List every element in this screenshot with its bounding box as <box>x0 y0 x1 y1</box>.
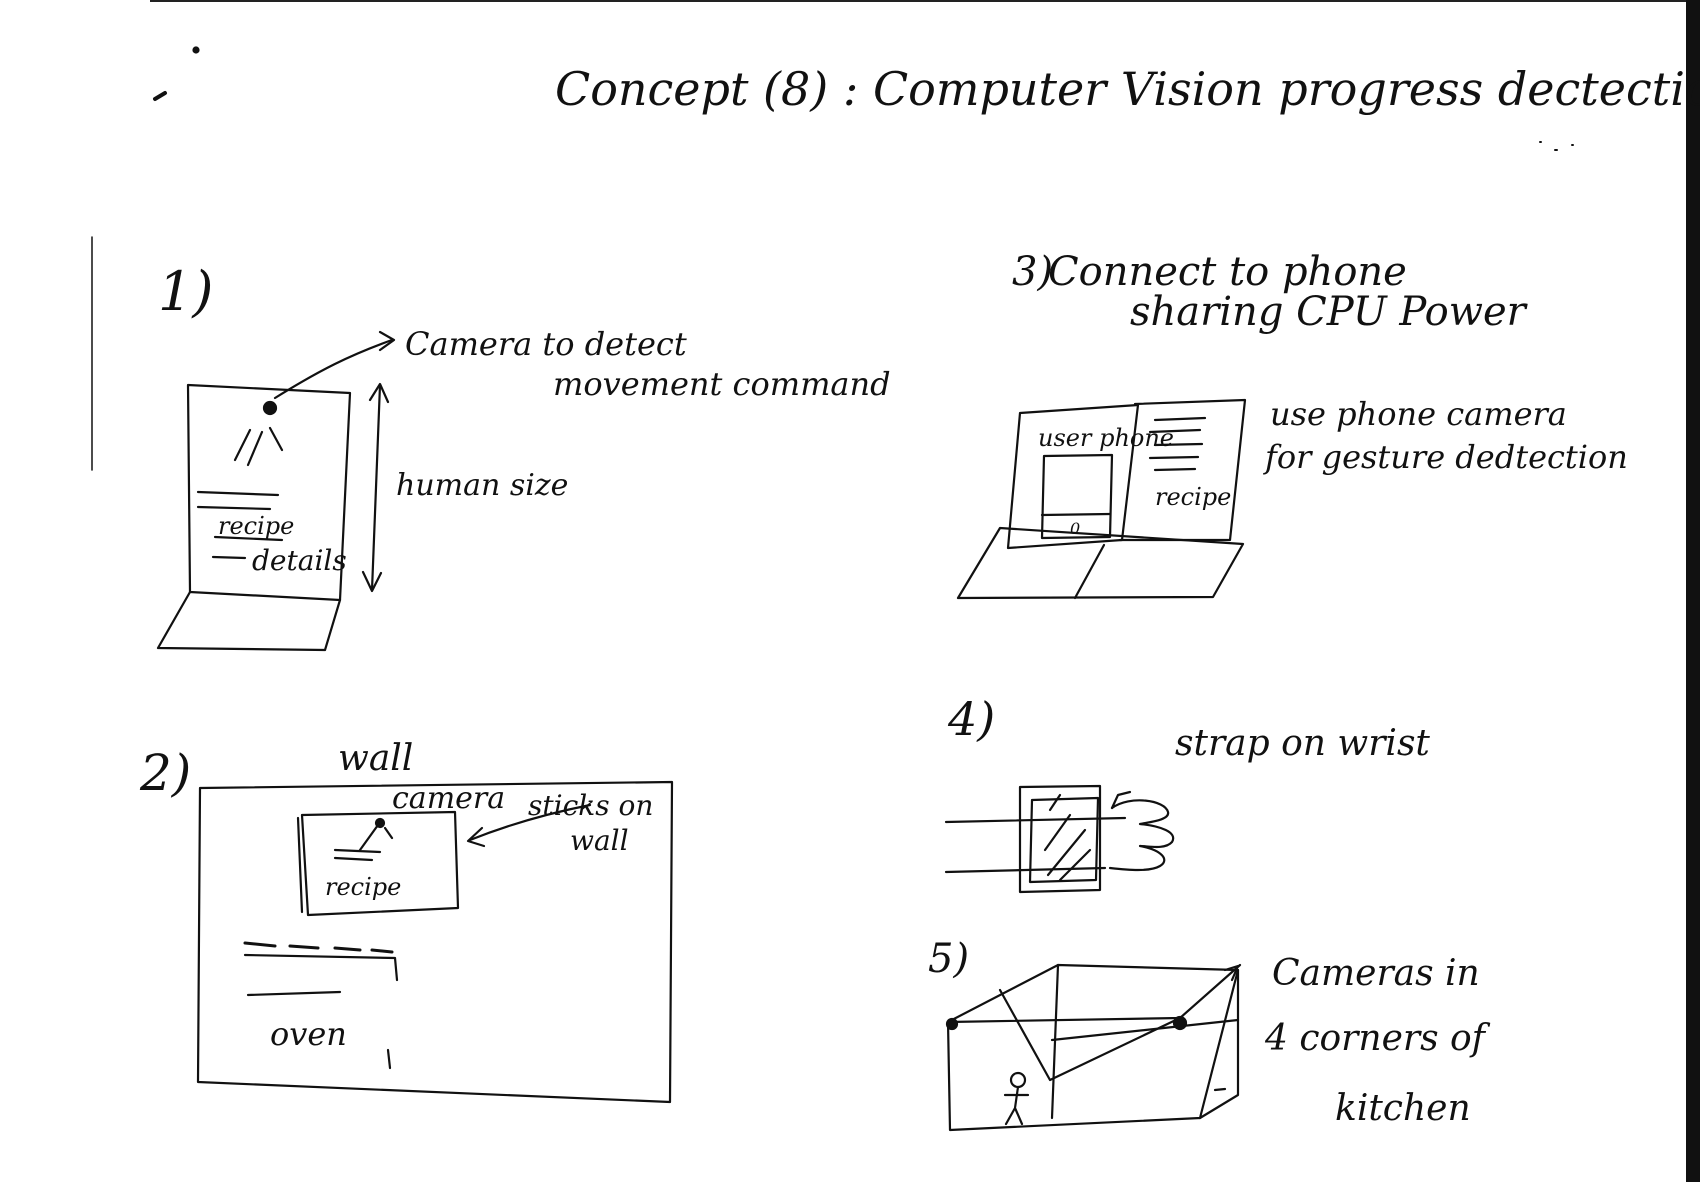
phone-home-button-icon: 0 <box>1070 519 1080 538</box>
panel-5-number: 5) <box>928 936 969 982</box>
scan-top-border <box>150 0 1686 2</box>
hand-sketch <box>1108 799 1175 872</box>
panel-4: 4) strap on wrist <box>944 692 1430 894</box>
person-figure-icon <box>1003 1071 1030 1126</box>
panel-1-size-label: human size <box>396 468 568 503</box>
kitchen-wall <box>196 780 674 1104</box>
panel-3: 3) Connect to phone sharing CPU Power 0 … <box>956 249 1628 600</box>
panel-3-heading-1: Connect to phone <box>1048 249 1407 295</box>
forearm <box>944 816 1127 874</box>
panel-1-camera-label-2: movement command <box>553 365 891 403</box>
counter-table <box>956 526 1245 600</box>
panel-3-heading-2: sharing CPU Power <box>1130 289 1529 335</box>
panel-4-strap-label: strap on wrist <box>1175 723 1430 764</box>
panel-1-details-label: details <box>252 544 347 577</box>
scan-right-edge <box>1686 0 1700 1182</box>
page-title: Concept (8) : Computer Vision progress d… <box>555 62 1700 116</box>
panel-5-line-1: Cameras in <box>1272 953 1480 994</box>
panel-2: 2) wall camera recipe sticks on wall ove… <box>139 738 674 1104</box>
kiosk-camera-icon <box>262 400 278 416</box>
kiosk-base <box>156 590 342 652</box>
panel-5-line-3: kitchen <box>1335 1088 1471 1129</box>
panel-2-number: 2) <box>139 744 191 802</box>
camera-corner-3-icon <box>1223 964 1240 982</box>
stray-marks <box>91 46 1574 471</box>
panel-4-number: 4) <box>947 692 995 746</box>
panel-3-note-1: use phone camera <box>1270 395 1567 433</box>
panel-3-recipe-label: recipe <box>1155 483 1231 511</box>
phone-screen <box>1040 453 1114 540</box>
panel-1-number: 1) <box>158 260 213 323</box>
panel-2-oven-label: oven <box>270 1015 347 1053</box>
oven-top <box>243 941 394 954</box>
panel-2-recipe-label: recipe <box>325 873 401 901</box>
wall-screen <box>300 810 460 917</box>
panel-5: 5) Cameras in 4 corners of kitchen <box>928 936 1491 1132</box>
panel-5-line-2: 4 corners of <box>1264 1018 1491 1059</box>
panel-3-note-2: for gesture dedtection <box>1263 438 1628 476</box>
panel-1-recipe-label: recipe <box>218 512 294 540</box>
camera-corner-1-icon <box>945 1017 959 1031</box>
kitchen-room <box>946 963 1240 1132</box>
panel-2-camera-label: camera <box>392 781 505 816</box>
panel-1: 1) recipe details human size Camera to d… <box>156 260 891 652</box>
panel-2-sticks-label: sticks on <box>528 789 653 822</box>
panel-3-number: 3) <box>1012 249 1053 295</box>
panel-2-wall-label: wall <box>338 738 413 779</box>
panel-3-user-phone-label: user phone <box>1038 424 1174 452</box>
camera-corner-2-icon <box>1172 1015 1188 1031</box>
wrist-device <box>1018 784 1102 894</box>
panel-2-sticks-label-2: wall <box>570 824 629 857</box>
panel-1-camera-label: Camera to detect <box>405 325 687 363</box>
